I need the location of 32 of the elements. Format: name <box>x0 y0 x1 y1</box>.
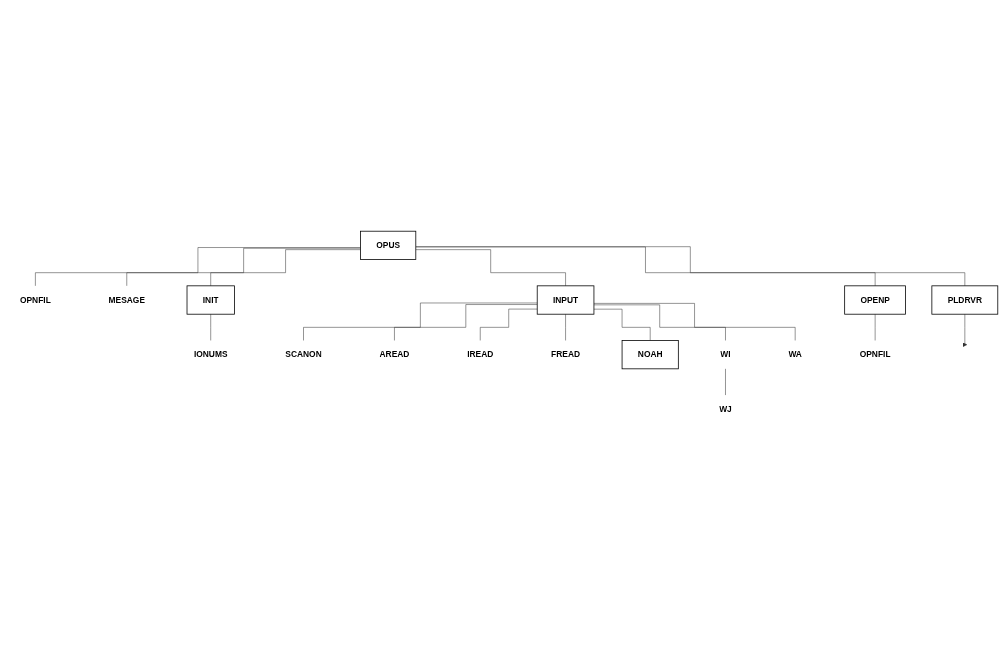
node-text: SCANON <box>285 349 322 359</box>
node-text: AREAD <box>379 349 410 359</box>
node-text: WI <box>720 349 731 359</box>
node-text: WJ <box>719 404 732 414</box>
node-box: INIT <box>186 285 235 315</box>
connector <box>479 308 538 341</box>
node-text: MESAGE <box>108 294 145 304</box>
node-text: FREAD <box>551 349 581 359</box>
connector <box>415 249 566 286</box>
connector <box>210 249 361 286</box>
connector <box>303 302 538 341</box>
node-box: NOAH <box>621 339 679 369</box>
node-text: IREAD <box>467 349 494 359</box>
connector <box>565 313 566 341</box>
node-box: OPENP <box>844 285 906 315</box>
connector <box>593 302 796 341</box>
connector <box>593 308 651 341</box>
node-box: INPUT <box>536 285 595 315</box>
connector <box>35 246 361 286</box>
node-box: PLDRVR <box>931 285 999 315</box>
node-text: IONUMS <box>193 349 228 359</box>
node-box: OPUS <box>360 230 417 260</box>
connector <box>415 246 876 286</box>
connector <box>210 313 211 341</box>
connector <box>874 313 876 341</box>
connector <box>415 246 966 286</box>
connector <box>126 247 361 286</box>
connector <box>394 303 538 341</box>
connector <box>593 304 726 341</box>
node-text: OPNFIL <box>859 349 891 359</box>
node-text: OPNFIL <box>19 294 51 304</box>
node-text: WA <box>788 349 802 359</box>
